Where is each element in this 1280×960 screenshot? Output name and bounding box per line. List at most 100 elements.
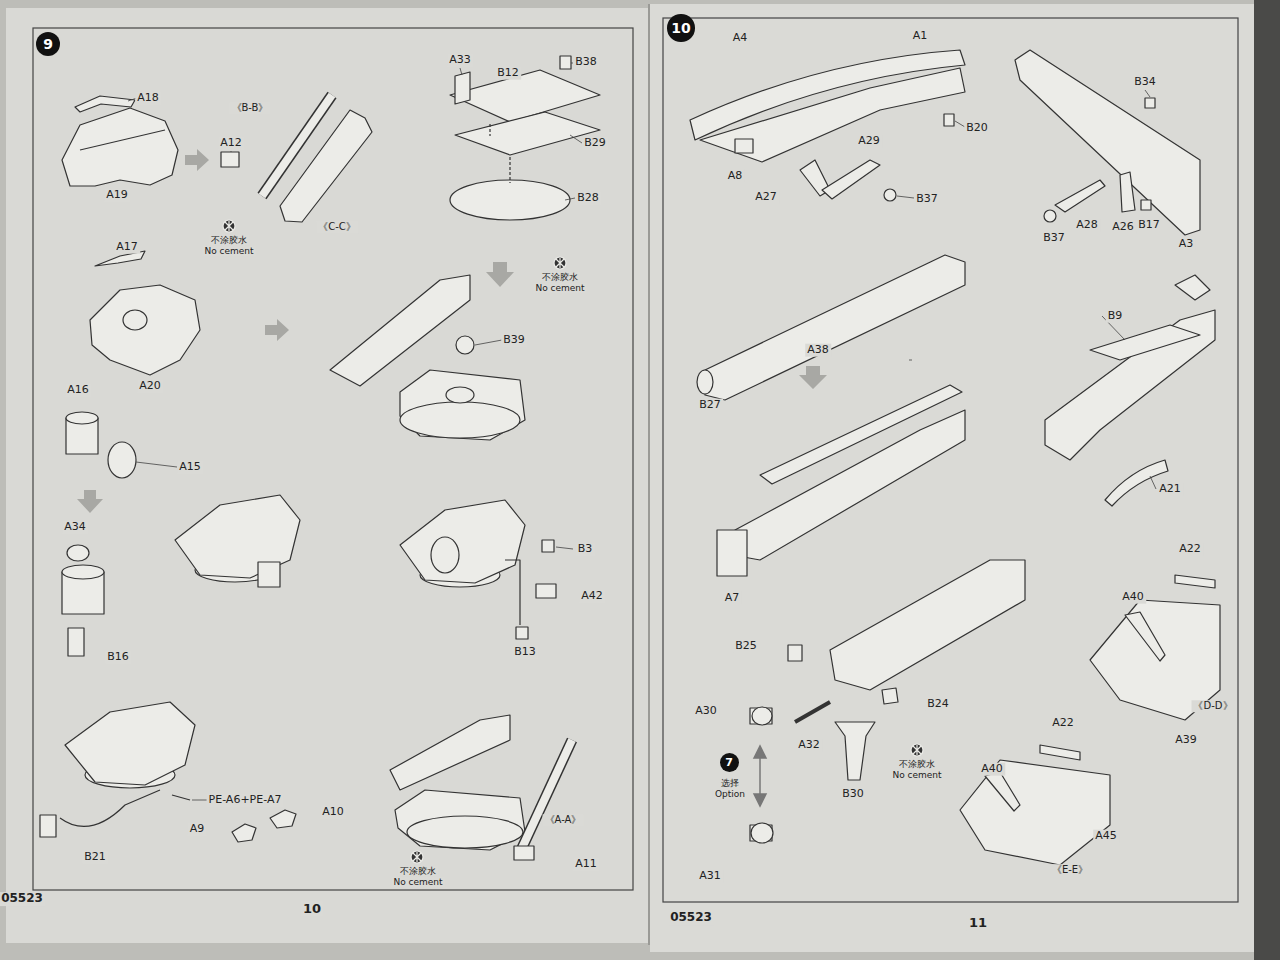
part-label: A22	[1177, 543, 1203, 556]
step-number-text: 10	[671, 21, 690, 35]
part-label: 不涂胶水	[540, 272, 580, 282]
part-drawing	[400, 370, 525, 440]
paper-sheet	[650, 4, 1254, 952]
part-label: A34	[62, 521, 88, 534]
no-cement-symbol	[413, 852, 421, 862]
part-drawing	[450, 70, 600, 122]
leader-line	[460, 68, 462, 75]
part-drawing	[705, 255, 965, 400]
leader-line	[128, 63, 1156, 800]
part-drawing	[760, 385, 962, 484]
part-drawing	[456, 336, 474, 354]
part-label: A26	[1110, 221, 1136, 234]
part-label: A32	[796, 739, 822, 752]
part-drawing	[40, 50, 1220, 865]
part-drawing	[514, 846, 534, 860]
part-drawing	[1040, 745, 1080, 760]
part-label: A21	[1157, 483, 1183, 496]
part-drawing	[750, 708, 772, 724]
part-label: B3	[576, 543, 595, 556]
part-label: A28	[1074, 219, 1100, 232]
part-label: 《A-A》	[543, 814, 584, 826]
part-drawing	[270, 810, 296, 828]
part-drawing	[1045, 310, 1215, 460]
part-label: No cement	[202, 246, 255, 256]
part-drawing	[221, 152, 239, 167]
part-drawing	[1090, 325, 1200, 360]
part-label: B27	[697, 399, 723, 412]
part-label: A42	[579, 590, 605, 603]
part-label: A40	[979, 763, 1005, 776]
part-drawing	[1055, 180, 1105, 212]
no-cement-symbol	[411, 851, 423, 863]
part-drawing	[455, 112, 600, 155]
part-label: 不涂胶水	[398, 866, 438, 876]
paper-sheet	[6, 8, 648, 943]
part-drawing	[752, 707, 772, 725]
part-drawing	[522, 740, 572, 848]
part-drawing	[1044, 210, 1056, 222]
part-label: A11	[573, 858, 599, 871]
part-label: A27	[753, 191, 779, 204]
part-drawing	[446, 387, 474, 403]
part-label: A3	[1177, 238, 1196, 251]
part-label: A30	[693, 705, 719, 718]
part-drawing	[67, 545, 89, 561]
part-label: B16	[105, 651, 131, 664]
part-label: B13	[512, 646, 538, 659]
part-label: B25	[733, 640, 759, 653]
part-drawing	[407, 816, 523, 848]
part-drawing	[68, 628, 84, 656]
page-frame	[33, 28, 633, 890]
part-drawing	[835, 722, 875, 780]
part-label: B24	[925, 698, 951, 711]
part-label: B37	[914, 193, 940, 206]
option-arrow	[754, 746, 766, 806]
part-label: B34	[1132, 76, 1158, 89]
part-label: A45	[1093, 830, 1119, 843]
part-drawing	[62, 565, 104, 579]
part-label: A16	[65, 384, 91, 397]
part-drawing	[788, 645, 802, 661]
part-label: 10	[301, 902, 323, 917]
part-label: B17	[1136, 219, 1162, 232]
part-label: Option	[713, 789, 747, 799]
part-label: No cement	[391, 877, 444, 887]
part-drawing	[884, 189, 896, 201]
no-cement-symbol	[556, 258, 564, 268]
part-drawing	[258, 562, 280, 587]
step-number: 9	[36, 32, 60, 56]
part-label: A10	[320, 806, 346, 819]
paper-sheet	[1254, 0, 1280, 960]
part-label: B37	[1041, 232, 1067, 245]
part-label: 选择	[719, 778, 741, 788]
part-label: A17	[114, 241, 140, 254]
no-cement-symbol	[223, 220, 923, 863]
part-label: B9	[1106, 310, 1125, 323]
part-drawing	[390, 715, 510, 790]
part-drawing	[1125, 612, 1165, 661]
part-drawing	[66, 412, 98, 424]
part-label: A33	[447, 54, 473, 67]
part-label: A18	[135, 92, 161, 105]
part-label: B12	[495, 67, 521, 80]
part-drawing	[735, 139, 753, 153]
assembly-arrow	[185, 149, 209, 171]
assembly-arrow	[799, 366, 827, 389]
step-number-text: 7	[725, 757, 733, 768]
part-drawing	[400, 500, 525, 583]
part-label: 《E-E》	[1050, 864, 1090, 876]
part-drawing	[830, 560, 1025, 690]
leader-line	[565, 198, 575, 200]
no-cement-symbol	[911, 744, 923, 756]
step-number: 10	[667, 14, 694, 41]
option-arrow	[759, 752, 761, 800]
part-label: B21	[82, 851, 108, 864]
part-drawing	[700, 68, 965, 162]
part-drawing	[455, 72, 470, 104]
part-label: A38	[805, 344, 831, 357]
part-label: A19	[104, 189, 130, 202]
part-label: A20	[137, 380, 163, 393]
part-drawing	[175, 495, 300, 578]
